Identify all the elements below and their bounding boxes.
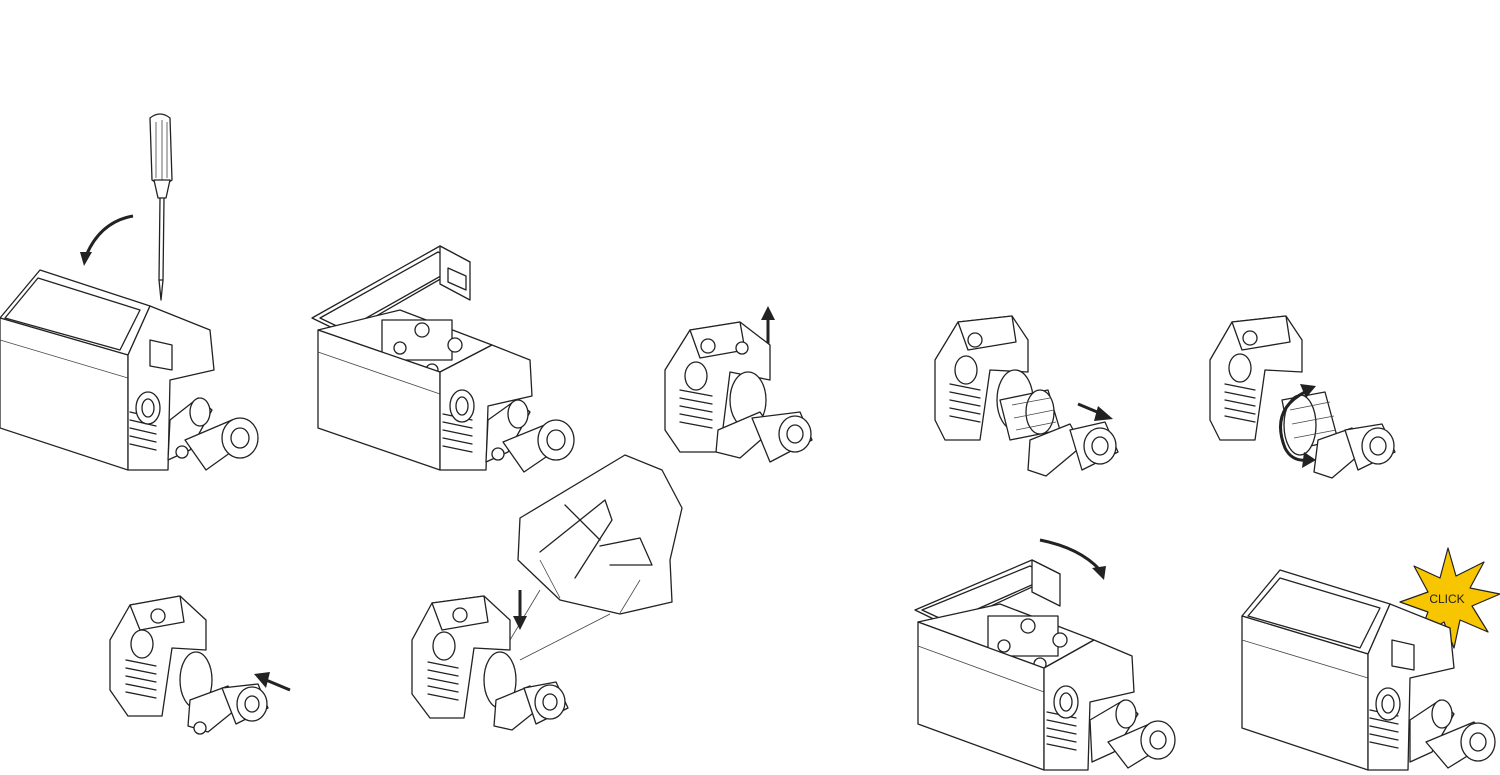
step-7-press-down-detail (411, 454, 683, 731)
limit-switch-body (0, 269, 215, 471)
roller-lever (1089, 699, 1176, 769)
terminal-block (381, 319, 463, 377)
vent-grille (679, 389, 713, 429)
left-arrow-icon (254, 672, 270, 688)
step-5-rotate-head (1209, 315, 1396, 479)
vent-grille (949, 383, 981, 423)
vent-grille (125, 659, 157, 699)
terminal-block (987, 615, 1068, 671)
roller-lever (1313, 423, 1396, 479)
roller-lever (1027, 421, 1119, 477)
actuator-shaft (1281, 391, 1339, 456)
open-lid (914, 559, 1061, 627)
step-9-lid-closed-click: CLICK (1241, 547, 1500, 771)
step-8-close-lid (914, 538, 1176, 771)
roller-lever (715, 411, 813, 463)
roller-lever (485, 399, 575, 473)
rotate-arrow-icon (84, 214, 134, 257)
right-arrow-icon (1094, 406, 1113, 421)
step-1-switch-with-screwdriver (0, 113, 259, 471)
roller-lever (1409, 699, 1496, 769)
screwdriver-icon (149, 113, 173, 301)
roller-lever (187, 683, 269, 735)
step-6-reinsert-head (109, 595, 291, 735)
actuator-shaft (999, 389, 1061, 441)
down-arrow-icon (513, 616, 527, 630)
step-2-switch-lid-open (311, 245, 575, 473)
close-arrow-icon (1039, 538, 1102, 572)
rotate-arrow-icon (1279, 390, 1309, 462)
up-arrow-icon (761, 306, 775, 320)
roller-lever (493, 681, 569, 731)
step-3-pull-head-up (664, 306, 813, 463)
open-lid (311, 245, 471, 335)
step-4-remove-head (934, 315, 1119, 477)
roller-lever (167, 397, 259, 471)
vent-grille (1224, 383, 1256, 423)
detail-magnifier-bubble (509, 454, 683, 661)
click-label: CLICK (1429, 592, 1464, 606)
vent-grille (427, 661, 459, 701)
